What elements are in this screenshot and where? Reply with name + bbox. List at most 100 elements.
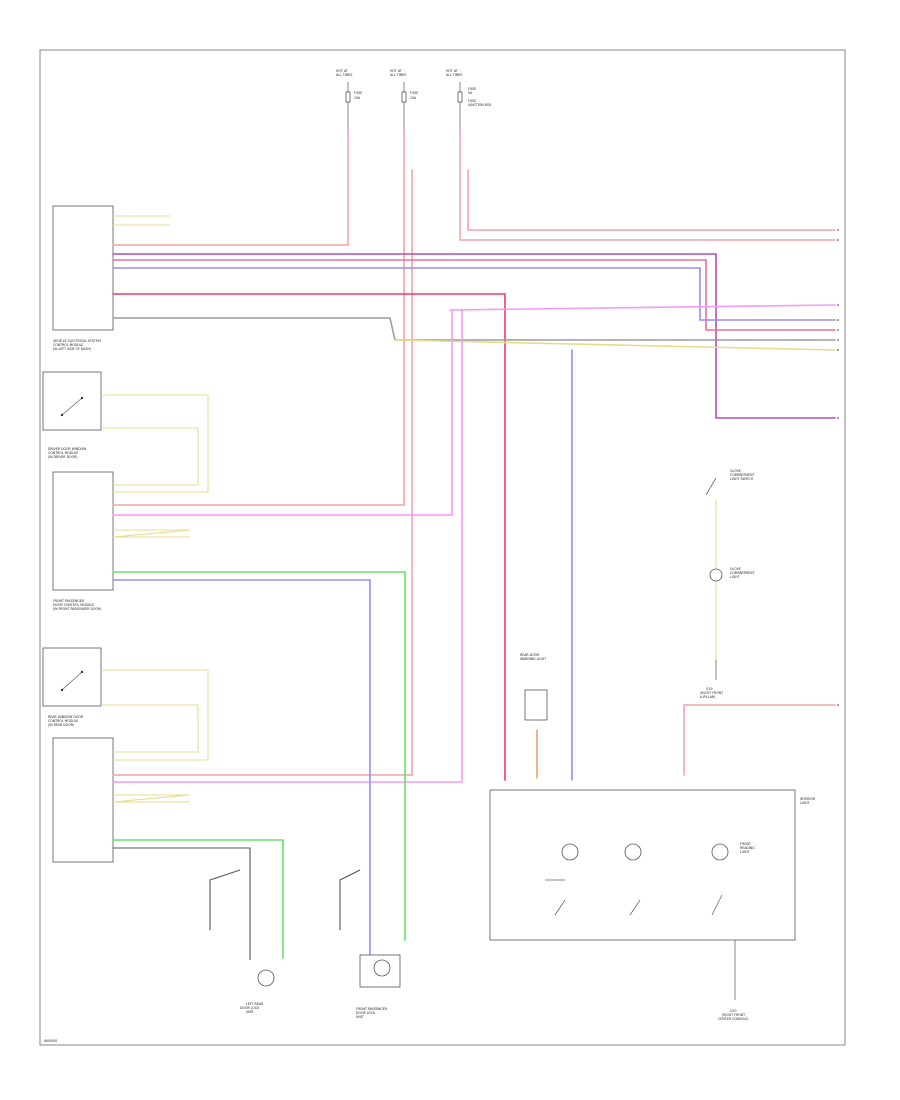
module-1-label-2: CONTROL MODULE [53,343,83,347]
fuse-3-label-5: FUSE [468,99,476,103]
fuse-3: HOT AT ALL TIMES FUSE 5A FUSE JUNCTION B… [446,69,492,130]
wire-yellow-bus [394,339,836,351]
wire-red-reading [683,704,836,776]
ground-g20-label-1: G20 [730,1009,737,1013]
fuse-3-label-2: ALL TIMES [446,73,462,77]
rear-door-warning-label-1: REAR DOOR [520,653,540,657]
fuse-1-label-2: ALL TIMES [336,73,352,77]
fuse-1: HOT AT ALL TIMES FUSE 15A [336,69,362,130]
fp-lock-label-3: UNIT [356,1015,364,1019]
wire-hotred-bus [112,293,506,781]
wire-red-fuse2-b [112,169,413,776]
glove-switch-label-3: LIGHT SWITCH [730,477,754,481]
front-reading-label-3: LIGHT [740,850,750,854]
fuse-group: HOT AT ALL TIMES FUSE 15A HOT AT ALL TIM… [336,69,492,130]
interior-light-assembly [489,789,796,941]
glove-light-label-1: GLOVE [730,567,741,571]
module-1-label-3: (IN LEFT SIDE OF DASH) [53,347,91,351]
front-reading-light: FRONT READING LIGHT [711,842,755,916]
glove-switch-label-2: COMPARTMENT [730,473,754,477]
wire-purple-bus [112,253,836,419]
wire-red-fuse1 [112,129,349,246]
corner-code: W00000 [44,1039,57,1043]
wire-blue-front [112,579,371,961]
glove-compartment-light: GLOVE COMPARTMENT LIGHT [709,567,754,582]
module-4-label-1: REAR WINDOW DOOR [48,715,84,719]
wire-yellow-module4 [112,794,191,803]
left-rear-door-lock-unit: LEFT REAR DOOR LOCK UNIT [240,969,275,1014]
vehicle-electrical-module-box [52,205,114,331]
glove-light-label-3: LIGHT [730,575,740,579]
wires [101,129,836,961]
fuse-1-label: HOT AT [336,69,348,73]
module-3-label-1: FRONT PASSENGER [53,599,85,603]
fuse-2-label: HOT AT [390,69,402,73]
front-passenger-door-lock-unit: FRONT PASSENGER DOOR LOCK UNIT [356,954,401,1019]
wire-red-fuse3-a [459,129,836,241]
lr-lock-label-3: UNIT [246,1010,254,1014]
front-reading-lamp [624,843,642,916]
ground-g19-label-1: G19 [706,687,713,691]
front-reading-label-2: READING [740,846,755,850]
fp-lock-label-1: FRONT PASSENGER [356,1007,388,1011]
right-edge-connectors [837,229,839,706]
fuse-3-label: HOT AT [446,69,458,73]
wire-yellow-rear-1 [101,669,209,761]
wire-yellow-driver-1 [101,394,209,493]
front-reading-label-1: FRONT [740,842,751,846]
wire-yellow-driver-2 [101,427,199,486]
fuse-2-label-4: 10A [410,96,417,100]
ground-g20-label-3: CENTER CONSOLE) [718,1017,749,1021]
ground-g19-label-2: (RIGHT FRONT [700,691,723,695]
lr-lock-label-2: DOOR LOCK [240,1006,260,1010]
fuse-1-label-3: FUSE [354,91,362,95]
rear-reading-lamp [545,843,579,916]
wire-green-front [112,571,406,941]
wire-black-lock-3 [339,869,361,930]
rear-door-warning-label-2: WARNING LIGHT [520,657,546,661]
fuse-3-label-3: FUSE [468,87,476,91]
fuse-2: HOT AT ALL TIMES FUSE 10A [390,69,418,130]
wire-black-lock-2 [209,869,241,930]
wire-magenta-bus [449,304,836,311]
fuse-1-label-4: 15A [354,96,361,100]
ground-g19: G19 (RIGHT FRONT A-PILLAR) [700,660,723,699]
lr-lock-label-1: LEFT REAR [246,1002,264,1006]
fuse-2-label-2: ALL TIMES [390,73,406,77]
interior-light-label-2: LIGHT [800,801,810,805]
module-2-label-2: CONTROL MODULE [48,451,78,455]
wire-yellow-rear-2 [101,704,199,753]
rear-door-module-box [52,737,114,863]
module-1-label-1: VEHICLE ELECTRICAL SYSTEM [53,339,101,343]
ground-g20: G20 (RIGHT FRONT CENTER CONSOLE) [718,940,749,1021]
wire-pink-bus [112,259,836,331]
interior-light-label-1: INTERIOR [800,797,816,801]
wire-red-fuse2-a [112,129,405,506]
glove-switch-label-1: GLOVE [730,469,741,473]
fuse-2-label-3: FUSE [410,91,418,95]
front-passenger-module-box [52,471,114,591]
wire-black-lock-1 [113,847,251,960]
wire-yellow-module3 [112,529,191,538]
module-3-label-2: DOOR CONTROL MODULE [53,603,94,607]
module-4-label-2: CONTROL MODULE [48,719,78,723]
rear-door-switch-box [42,647,102,707]
wire-magenta-vert-a [112,309,453,516]
wire-blue-bus [112,267,836,321]
driver-door-switch-box [42,371,102,431]
glove-light-label-2: COMPARTMENT [730,571,754,575]
module-4-label-3: (IN REAR DOOR) [48,723,74,727]
module-2-label-3: (IN DRIVER DOOR) [48,455,78,459]
fuse-3-label-4: 5A [468,91,473,95]
ground-g20-label-2: (RIGHT FRONT [722,1013,745,1017]
module-3-label-3: (IN FRONT PASSENGER DOOR) [53,607,101,611]
module-2-label-1: DRIVER DOOR WINDOW [48,447,87,451]
wire-green-rear [112,839,284,959]
wire-red-fuse3-b [467,169,836,231]
diagram-frame [39,49,846,1046]
fuse-3-label-6: JUNCTION BOX [467,103,492,107]
ground-g19-label-3: A-PILLAR) [700,695,715,699]
glove-compartment-switch: GLOVE COMPARTMENT LIGHT SWITCH [705,469,754,496]
wire-magenta-vert-b [112,309,463,783]
